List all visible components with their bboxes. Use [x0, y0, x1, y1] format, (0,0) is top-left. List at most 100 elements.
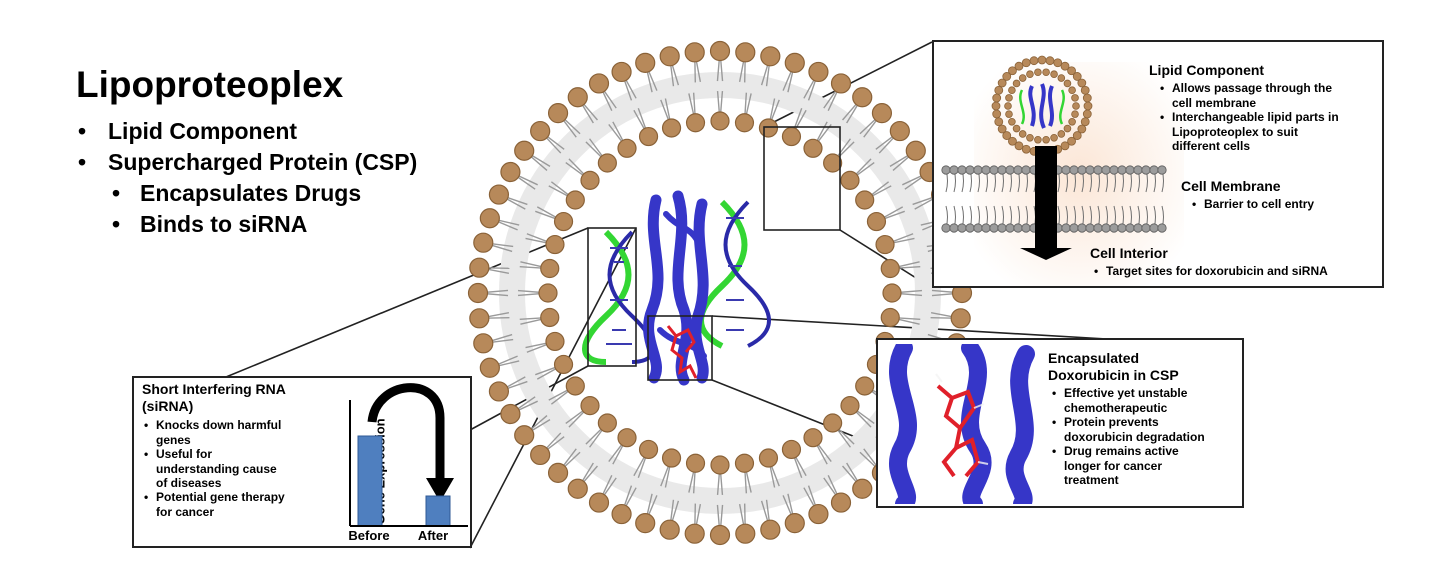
- chart-bar-before: [357, 435, 383, 527]
- dox-bullet: Effective yet unstable: [1050, 386, 1205, 400]
- lipid-head: [469, 308, 490, 329]
- membrane-head: [1101, 165, 1111, 175]
- lipid-bullet: Allows passage through the: [1158, 81, 1339, 95]
- membrane-title: Cell Membrane: [1181, 178, 1281, 194]
- lipid-head: [784, 52, 805, 73]
- mini-protein: [1028, 83, 1054, 129]
- connector-line: [711, 379, 879, 447]
- membrane-head: [1133, 223, 1143, 233]
- lipid-head: [540, 307, 560, 328]
- lipid-head: [880, 307, 900, 328]
- membrane-head: [1117, 165, 1127, 175]
- lipid-head: [553, 354, 574, 375]
- lipid-head: [889, 120, 910, 142]
- main-bullet-csp: Supercharged Protein (CSP): [76, 147, 417, 178]
- mini-lipid-head: [1008, 86, 1016, 94]
- lipid-head: [734, 453, 755, 473]
- sirna-bullet-cont: understanding cause: [156, 462, 277, 476]
- lipid-head: [597, 153, 617, 173]
- membrane-head: [1061, 223, 1071, 233]
- lipid-head: [758, 118, 779, 138]
- lipid-head: [473, 232, 494, 253]
- lipid-head: [823, 153, 843, 173]
- mini-lipid-head: [1063, 124, 1072, 133]
- membrane-head: [1101, 223, 1111, 233]
- membrane-head: [965, 223, 975, 233]
- membrane-bullet: Barrier to cell entry: [1190, 197, 1314, 211]
- dox-bullet: Drug remains active: [1050, 444, 1205, 458]
- membrane-head: [1005, 165, 1015, 175]
- lipid-head: [588, 492, 610, 513]
- mini-lipid-head: [1026, 70, 1034, 79]
- lipid-head: [617, 428, 637, 448]
- dox-bullets: Effective yet unstable chemotherapeutic …: [1050, 386, 1205, 487]
- lipid-head: [808, 503, 829, 525]
- lipid-head: [830, 73, 852, 94]
- mini-lipid-head: [1050, 70, 1058, 79]
- membrane-head: [1141, 165, 1151, 175]
- lipid-head: [830, 492, 852, 513]
- lipid-head: [617, 138, 637, 158]
- lipid-head: [473, 333, 494, 354]
- lipid-head: [567, 87, 588, 108]
- membrane-head: [997, 223, 1007, 233]
- mini-lipid-head: [1072, 102, 1080, 110]
- mini-lipid-head: [1005, 94, 1013, 102]
- lipid-head: [852, 87, 873, 108]
- mini-lipid-head: [1060, 141, 1070, 151]
- rna-helix-left: [582, 229, 655, 365]
- doxorubicin-protein-image: [889, 344, 1035, 504]
- lipid-head: [758, 448, 779, 468]
- mini-lipid-head: [1053, 58, 1063, 68]
- sirna-title-line1: Short Interfering RNA: [142, 381, 286, 397]
- chart-x-tick-after: After: [417, 528, 449, 543]
- bilayer-core: [499, 72, 941, 514]
- drug-molecule: [666, 325, 698, 379]
- sirna-bullet-cont: of diseases: [156, 476, 222, 490]
- mini-lipid-head: [1026, 133, 1034, 142]
- membrane-head: [1109, 165, 1119, 175]
- membrane-head: [989, 223, 999, 233]
- membrane-head: [957, 223, 967, 233]
- lipid-head: [784, 513, 805, 534]
- mini-lipid-head: [1029, 56, 1039, 66]
- membrane-head: [981, 223, 991, 233]
- membrane-head: [1157, 223, 1167, 233]
- mini-lipid-head: [1045, 56, 1055, 66]
- mini-lipid-head: [997, 78, 1007, 88]
- sirna-bullet-cont: for cancer: [156, 505, 215, 519]
- mini-lipid-head: [1077, 78, 1087, 88]
- lipid-bullet: Interchangeable lipid parts in: [1158, 110, 1339, 124]
- lipid-head: [685, 453, 706, 473]
- gene-expression-chart: [349, 383, 468, 527]
- lipid-head: [545, 331, 565, 352]
- membrane-head: [1125, 165, 1135, 175]
- lipid-head: [661, 118, 682, 138]
- membrane-head: [997, 165, 1007, 175]
- lipid-head: [545, 234, 565, 255]
- mini-lipid-head: [1072, 72, 1082, 81]
- lipid-bullet-cont: cell membrane: [1172, 96, 1257, 110]
- sirna-bullet: Potential gene therapy: [142, 490, 285, 504]
- zoom-box-sirna: [587, 227, 637, 367]
- lipid-head: [875, 234, 895, 255]
- lipid-head: [467, 282, 489, 304]
- mini-lipid-head: [1018, 74, 1027, 82]
- mini-lipid-head: [1034, 135, 1042, 144]
- cell-membrane-patch: [941, 165, 1167, 233]
- mini-lipid-head: [997, 124, 1007, 134]
- mini-lipid-head: [1071, 110, 1079, 118]
- lipid-head: [840, 170, 860, 190]
- lipid-head: [514, 425, 535, 446]
- cell-entry-illustration: [941, 55, 1184, 286]
- lipid-head: [808, 61, 829, 83]
- membrane-head: [957, 165, 967, 175]
- lipid-head: [823, 413, 843, 433]
- mini-lipid-head: [1012, 124, 1021, 133]
- lipid-head: [488, 184, 510, 205]
- membrane-head: [1149, 165, 1159, 175]
- zoom-box-membrane: [763, 126, 841, 231]
- mini-lipid-head: [1080, 85, 1090, 95]
- mini-lipid-head: [1068, 118, 1076, 126]
